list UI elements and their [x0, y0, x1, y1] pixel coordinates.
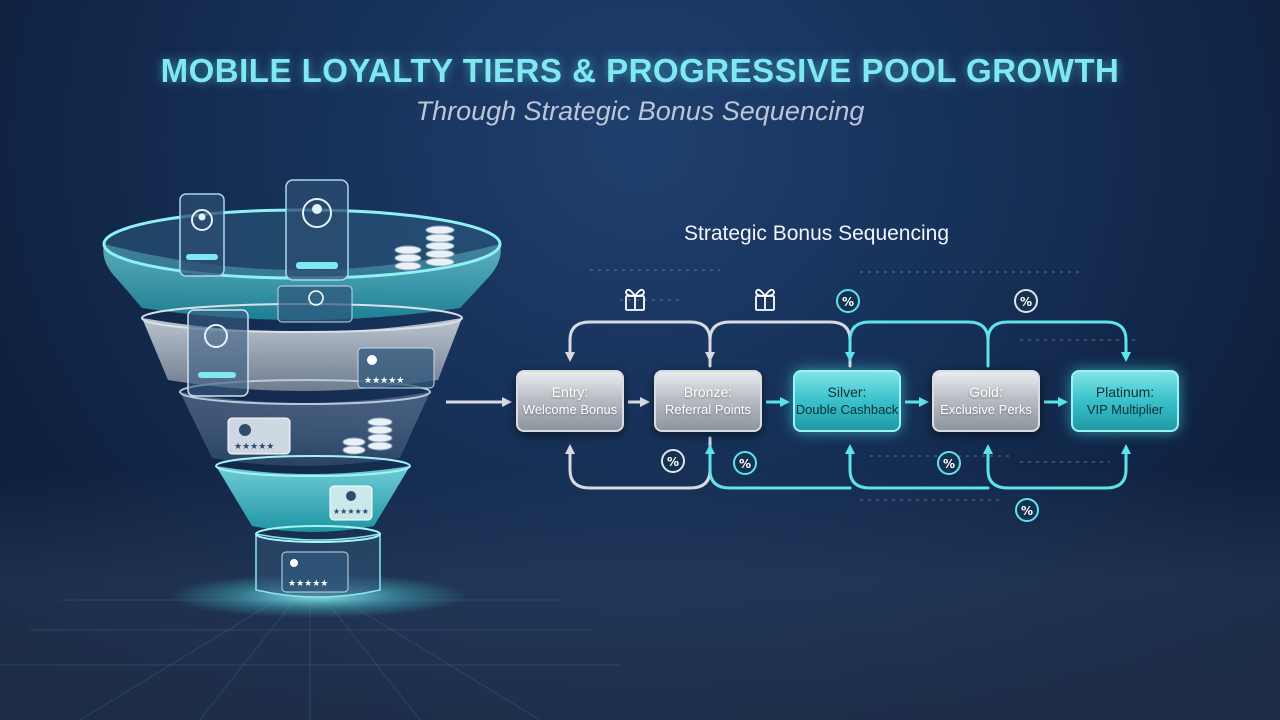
percent-icon: % [733, 451, 757, 475]
svg-text:%: % [842, 295, 854, 309]
percent-icon: % [937, 451, 961, 475]
svg-text:%: % [1021, 504, 1033, 518]
star-rating: ★★★★★ [288, 579, 328, 589]
tier-card-teal: ★★★★★ [329, 485, 373, 521]
svg-text:%: % [943, 457, 955, 471]
funnel-layer-4-rim [215, 455, 411, 477]
tier-node-name: Platinum: [1095, 384, 1155, 401]
tier-card-lower: ★★★★★ [227, 417, 291, 455]
svg-text:%: % [1020, 295, 1032, 309]
avatar-icon [191, 209, 213, 231]
tier-node-bonus: Welcome Bonus [522, 401, 618, 417]
gift-icon [625, 288, 645, 311]
dashed-guides [590, 269, 1140, 501]
tier-card-mid: ★★★★★ [357, 347, 435, 389]
funnel-layer-1 [103, 244, 501, 320]
percent-icon: % [661, 449, 685, 473]
tier-node-bonus: Double Cashback [795, 401, 899, 417]
tier-node-name: Bronze: [683, 384, 733, 401]
tier-node-bonus: Referral Points [665, 401, 751, 417]
top-loop-arrows [565, 320, 1131, 368]
tier-node-bonus: VIP Multiplier [1086, 401, 1164, 417]
phone-card-1 [179, 193, 225, 277]
svg-text:%: % [739, 457, 751, 471]
tier-node-silver[interactable]: Silver: Double Cashback [793, 370, 901, 432]
funnel-layer-5-rim [255, 525, 381, 543]
percent-icon: % [836, 289, 860, 313]
phone-card-2 [285, 179, 349, 281]
tier-card-base: ★★★★★ [281, 551, 349, 593]
star-rating: ★★★★★ [364, 376, 404, 386]
tier-node-name: Gold: [969, 384, 1003, 401]
star-rating: ★★★★★ [234, 442, 274, 452]
tier-node-platinum[interactable]: Platinum: VIP Multiplier [1071, 370, 1179, 432]
tier-node-bonus: Exclusive Perks [940, 401, 1032, 417]
page-title: MOBILE LOYALTY TIERS & PROGRESSIVE POOL … [160, 52, 1120, 89]
tier-node-name: Silver: [827, 384, 867, 401]
funnel-layer-3-rim [179, 379, 431, 405]
avatar-icon [308, 290, 324, 306]
tier-node-name: Entry: [551, 384, 589, 401]
avatar-icon [239, 424, 251, 436]
tier-node-gold[interactable]: Gold: Exclusive Perks [932, 370, 1040, 432]
bottom-loop-arrows [565, 436, 1131, 490]
floor-grid [0, 579, 620, 720]
avatar-icon [367, 355, 377, 365]
tier-card-top [277, 285, 353, 323]
coin-stack-icon [342, 417, 393, 455]
avatar-icon [290, 559, 298, 567]
avatar-icon [346, 491, 356, 501]
page-subtitle: Through Strategic Bonus Sequencing [415, 96, 865, 126]
percent-icon: % [1015, 498, 1039, 522]
sequence-title: Strategic Bonus Sequencing [684, 222, 950, 245]
avatar-icon [204, 324, 228, 348]
star-rating: ★★★★★ [333, 507, 369, 516]
phone-card-3 [187, 309, 249, 397]
tier-node-bronze[interactable]: Bronze: Referral Points [654, 370, 762, 432]
percent-icon: % [1014, 289, 1038, 313]
coin-stack-icon [394, 225, 455, 271]
avatar-icon [302, 198, 332, 228]
gift-icon [755, 288, 775, 311]
tier-node-entry[interactable]: Entry: Welcome Bonus [516, 370, 624, 432]
svg-text:%: % [667, 455, 679, 469]
